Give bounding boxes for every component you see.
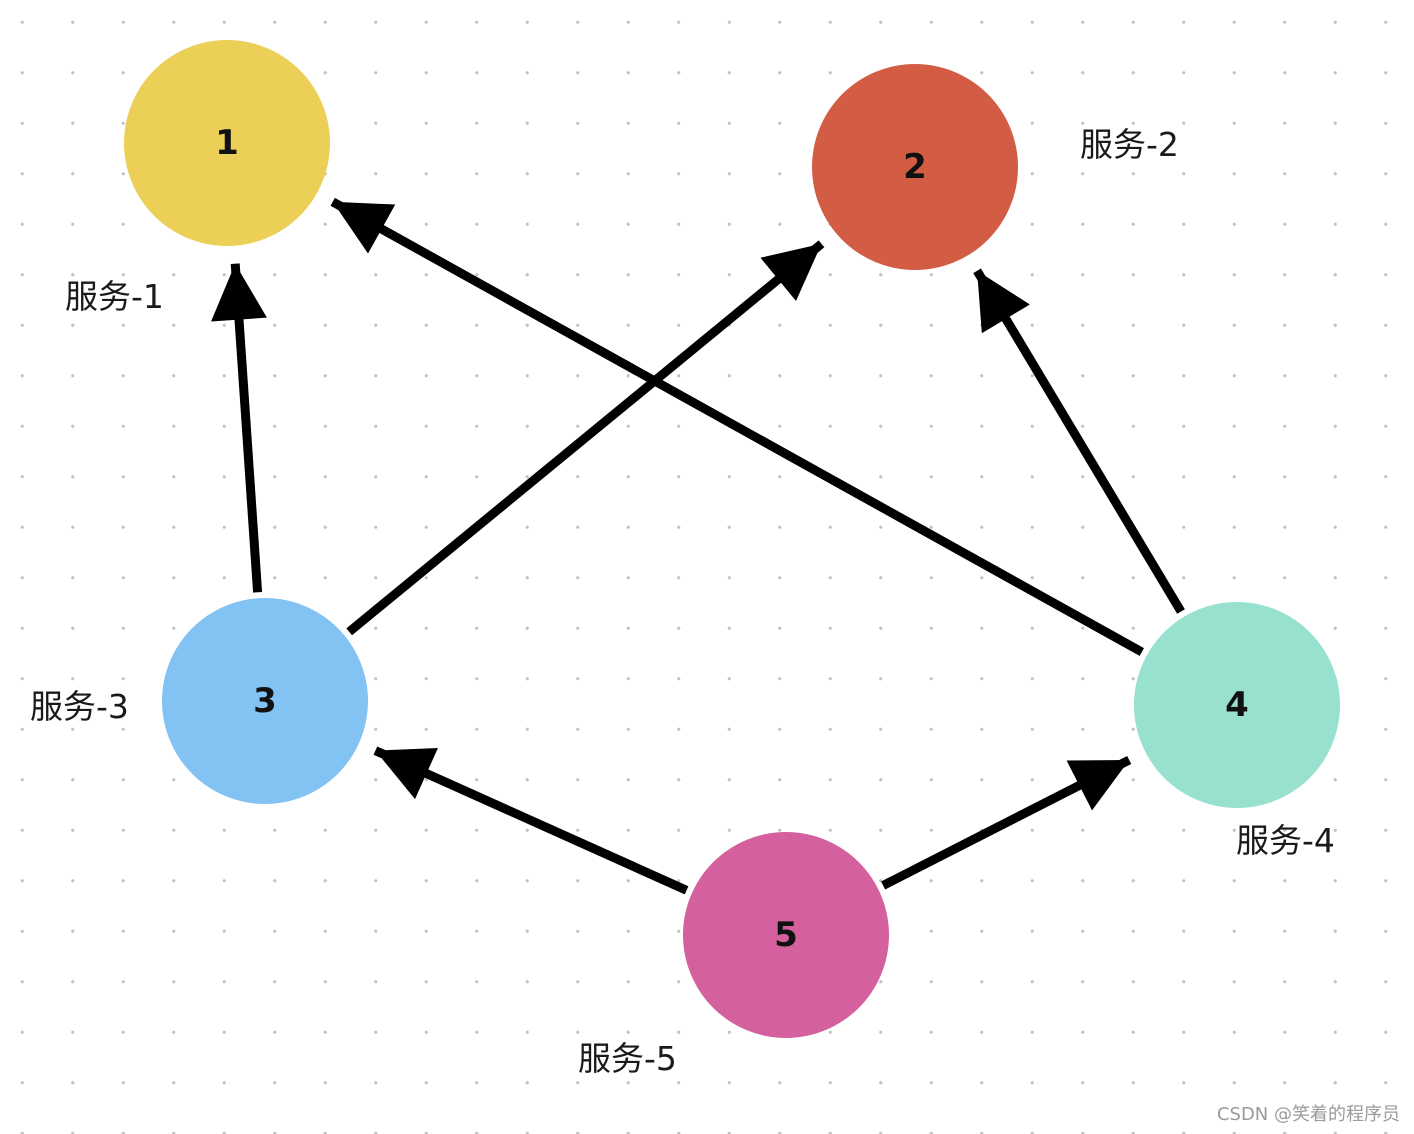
node-3: 3 [162, 598, 368, 804]
edge-arrow-4-to-1 [330, 197, 1144, 656]
node-circle-1 [124, 40, 330, 246]
edge-arrow-3-to-1 [211, 263, 267, 593]
service-label-3: 服务-3 [30, 687, 129, 726]
node-circle-3 [162, 598, 368, 804]
node-4: 4 [1134, 602, 1340, 808]
edge-arrow-3-to-2 [346, 240, 825, 636]
node-number-2: 2 [903, 147, 927, 187]
watermark: CSDN @笑着的程序员 [1216, 1104, 1400, 1125]
node-number-3: 3 [253, 681, 277, 721]
service-label-1: 服务-1 [65, 277, 164, 316]
node-number-5: 5 [774, 915, 798, 955]
node-2: 2 [812, 64, 1018, 270]
node-circle-4 [1134, 602, 1340, 808]
nodes-layer: 1 2 3 4 5 [124, 40, 1340, 1038]
node-circle-5 [683, 832, 889, 1038]
edge-arrow-4-to-2 [973, 268, 1185, 614]
service-label-4: 服务-4 [1236, 821, 1335, 860]
service-label-5: 服务-5 [578, 1039, 677, 1078]
node-number-4: 4 [1225, 685, 1249, 725]
node-5: 5 [683, 832, 889, 1038]
service-label-2: 服务-2 [1080, 125, 1179, 164]
edge-arrow-5-to-3 [373, 746, 689, 895]
node-1: 1 [124, 40, 330, 246]
node-circle-2 [812, 64, 1018, 270]
edges-layer [211, 197, 1185, 895]
edge-arrow-5-to-4 [881, 755, 1132, 890]
node-number-1: 1 [215, 123, 239, 163]
